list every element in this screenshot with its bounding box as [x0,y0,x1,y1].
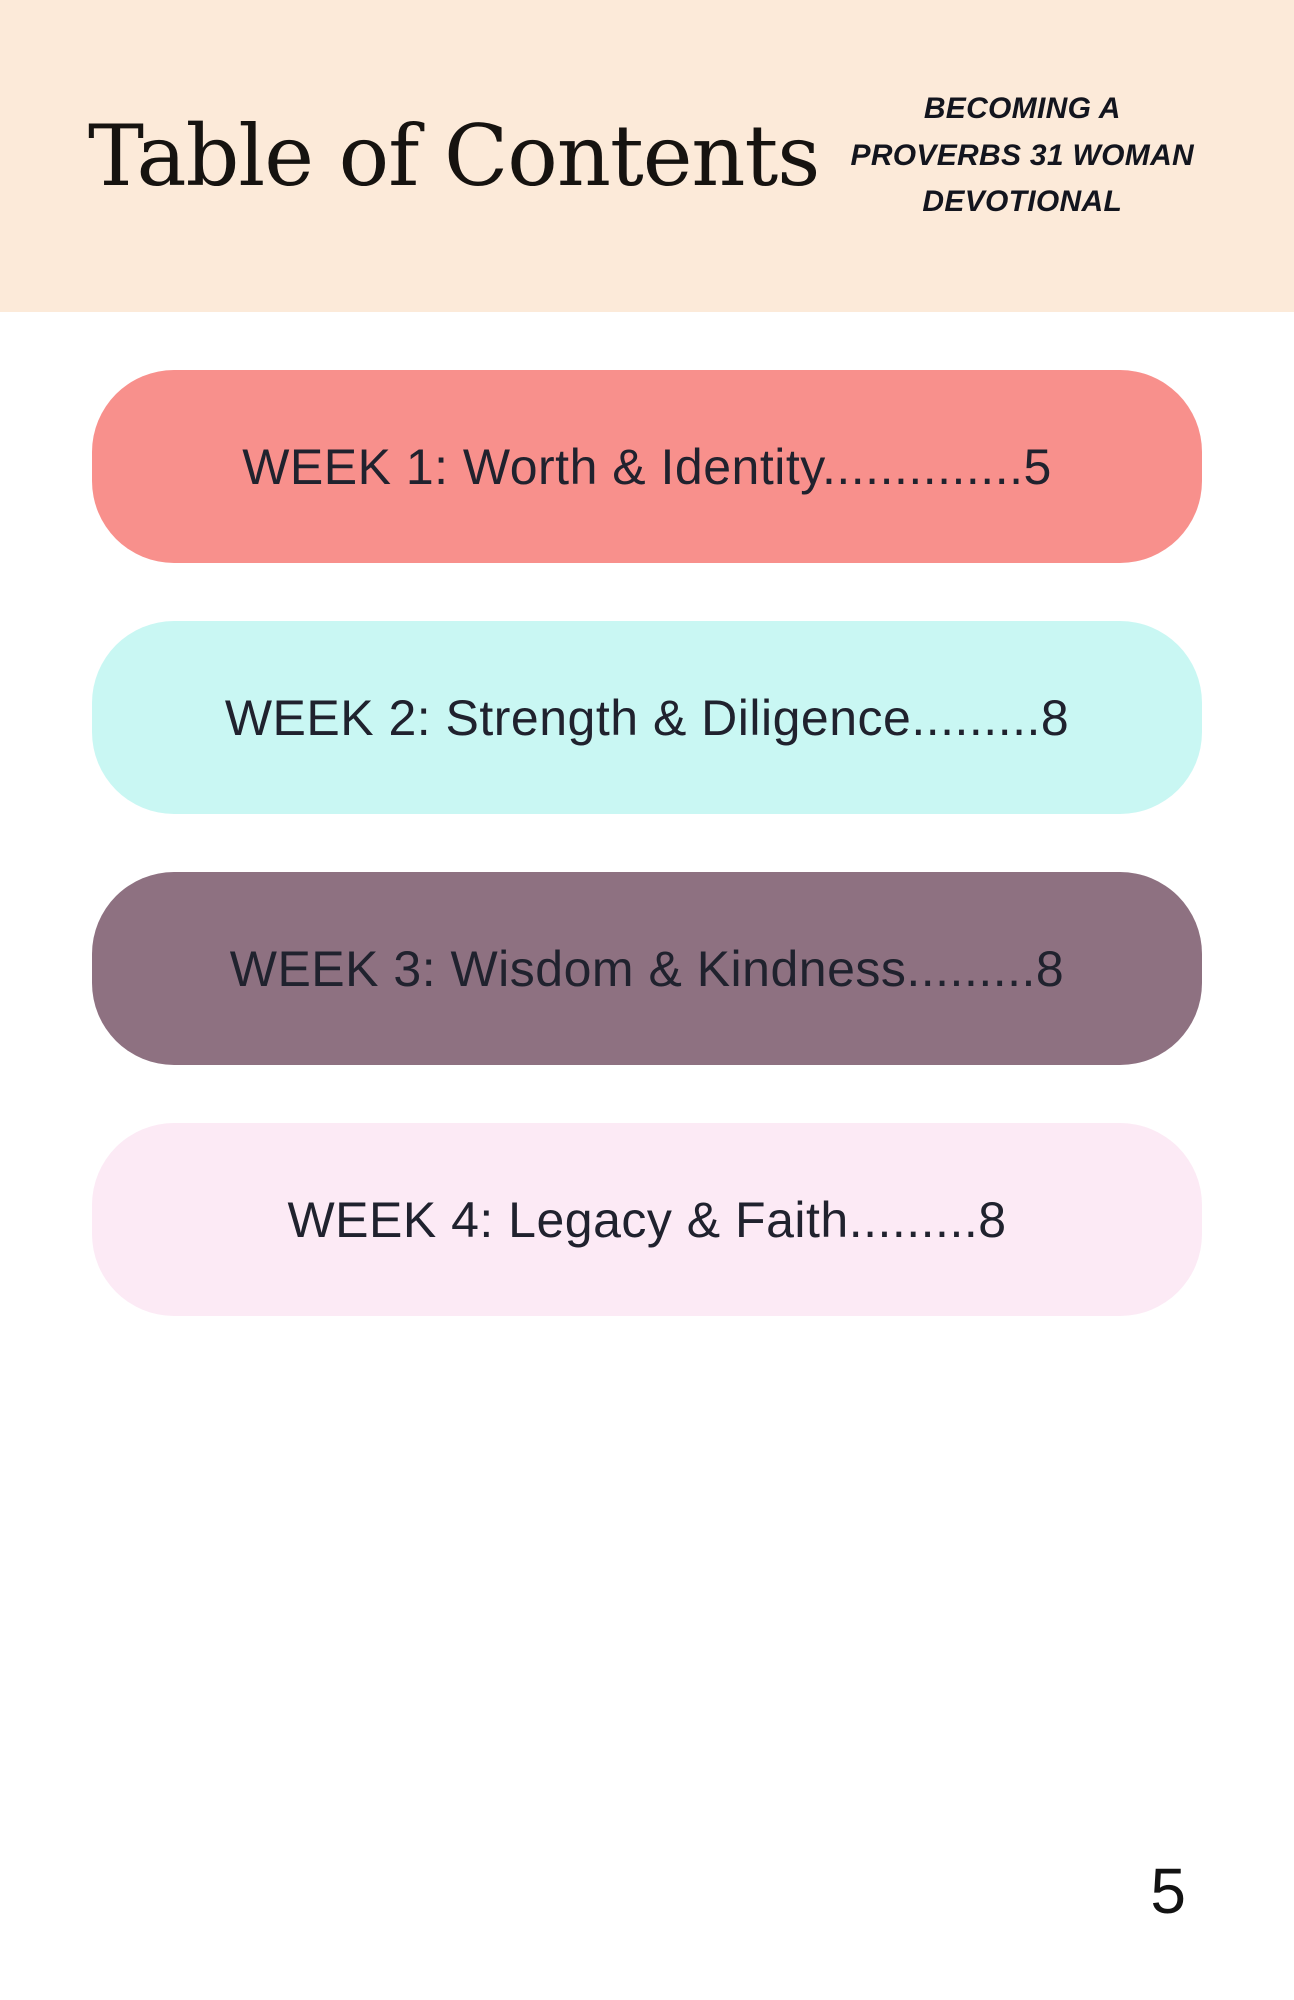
toc-item-week1-label: WEEK 1: Worth & Identity..............5 [242,438,1052,495]
booklet-title-line-2: PROVERBS 31 WOMAN [850,138,1194,172]
page-header: Table of Contents BECOMING A PROVERBS 31… [0,0,1294,312]
toc-item-week4: WEEK 4: Legacy & Faith.........8 [92,1123,1202,1316]
booklet-title-line-3: DEVOTIONAL [922,185,1123,219]
toc-item-week3-label: WEEK 3: Wisdom & Kindness.........8 [229,940,1065,997]
page-number: 5 [1150,1855,1186,1927]
booklet-title: BECOMING A PROVERBS 31 WOMAN DEVOTIONAL [851,86,1194,226]
booklet-title-line-1: BECOMING A [923,92,1121,126]
toc-item-week4-label: WEEK 4: Legacy & Faith.........8 [287,1191,1007,1248]
toc-item-week2-label: WEEK 2: Strength & Diligence.........8 [224,689,1070,746]
toc-item-week1: WEEK 1: Worth & Identity..............5 [92,370,1202,563]
page-title: Table of Contents [88,107,820,205]
toc-item-week2: WEEK 2: Strength & Diligence.........8 [92,621,1202,814]
table-of-contents: WEEK 1: Worth & Identity..............5 … [0,370,1294,1374]
toc-item-week3: WEEK 3: Wisdom & Kindness.........8 [92,872,1202,1065]
